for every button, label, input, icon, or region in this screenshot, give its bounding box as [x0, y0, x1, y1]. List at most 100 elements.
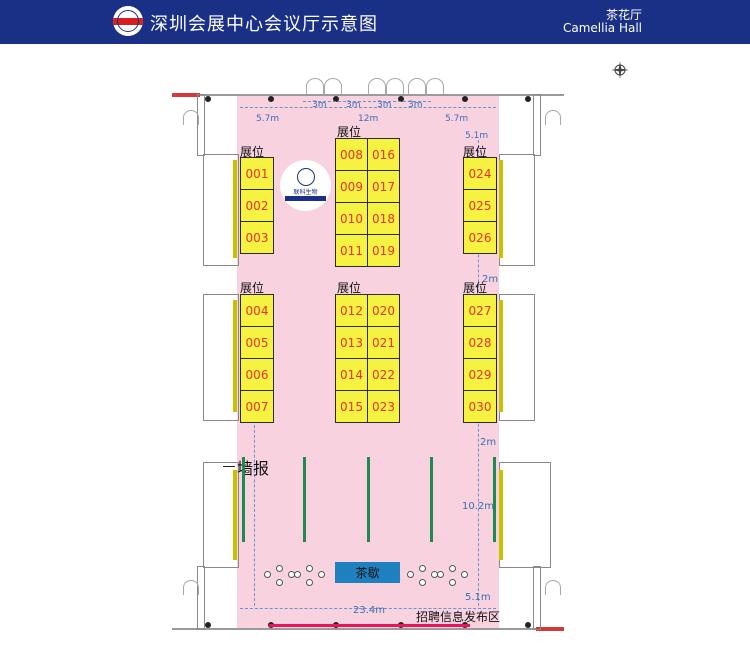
- booth-022[interactable]: 022: [367, 358, 400, 391]
- booth-006[interactable]: 006: [240, 358, 274, 391]
- table-chairs-icon: [435, 565, 471, 587]
- sponsor-mark-icon: [297, 168, 315, 186]
- booth-029[interactable]: 029: [463, 358, 497, 391]
- booth-block-label-right-bottom: 展位: [463, 281, 488, 295]
- dim-bottom-width: 23.4m: [353, 605, 386, 616]
- left-door-arc-2: [183, 580, 199, 595]
- pillar: [205, 96, 211, 102]
- right-door-1: [499, 160, 503, 258]
- dim-gap-1: 3m: [312, 100, 327, 110]
- booth-028[interactable]: 028: [463, 326, 497, 359]
- dim-right-gap-2: 2m: [480, 437, 497, 448]
- dim-right-gap-1: 2m: [482, 274, 499, 285]
- poster-board-divider: [430, 457, 433, 542]
- left-room-top: [203, 154, 239, 266]
- booth-018[interactable]: 018: [367, 202, 400, 235]
- booth-007[interactable]: 007: [240, 390, 274, 423]
- organizer-logo-icon: [113, 6, 143, 36]
- sponsor-name-cn: 联科生物: [293, 189, 318, 196]
- left-door-1: [233, 160, 237, 258]
- booth-block-label-right-top: 展位: [463, 145, 488, 159]
- dim-left-margin: 5.7m: [256, 114, 280, 124]
- top-door-arc-1: [306, 78, 324, 95]
- booth-008[interactable]: 008: [335, 138, 368, 171]
- tea-break-area: 茶歇: [335, 562, 400, 583]
- left-door-3: [233, 470, 237, 560]
- recruitment-area-label: 招聘信息发布区: [416, 610, 501, 624]
- page-title: 深圳会展中心会议厅示意图: [150, 14, 378, 35]
- top-wall-red-mark: [172, 93, 200, 97]
- right-door-arc-1: [545, 110, 561, 125]
- top-door-arc-4: [386, 78, 404, 95]
- booth-030[interactable]: 030: [463, 390, 497, 423]
- booth-014[interactable]: 014: [335, 358, 368, 391]
- left-column-frame: [197, 94, 205, 156]
- booth-013[interactable]: 013: [335, 326, 368, 359]
- right-door-2: [499, 300, 503, 412]
- hall-name-en: Camellia Hall: [562, 21, 642, 35]
- hall-name-cn: 茶花厅: [605, 8, 642, 22]
- gap-dimension-line: [303, 101, 431, 102]
- sponsor-logo-icon: 联科生物: [280, 160, 331, 211]
- bottom-wall-red-mark: [536, 627, 564, 631]
- booth-002[interactable]: 002: [240, 189, 274, 222]
- left-column-frame-bottom: [197, 566, 205, 630]
- compass-icon: [611, 61, 629, 79]
- booth-025[interactable]: 025: [463, 189, 497, 222]
- dim-right-margin: 5.7m: [445, 114, 469, 124]
- header-bar: 深圳会展中心会议厅示意图 茶花厅 Camellia Hall: [0, 0, 750, 44]
- right-column-frame-bottom: [533, 566, 541, 630]
- poster-board-divider: [493, 457, 496, 542]
- sponsor-name-en-bar: [285, 196, 326, 201]
- booth-block-label-left-top: 展位: [240, 145, 265, 159]
- right-door-arc-2: [545, 580, 561, 595]
- left-dimension-line: [254, 420, 255, 606]
- booth-027[interactable]: 027: [463, 294, 497, 327]
- booth-024[interactable]: 024: [463, 157, 497, 190]
- booth-block-label-left-bottom: 展位: [240, 281, 265, 295]
- dim-gap-2: 3m: [346, 100, 361, 110]
- top-wall: [172, 94, 564, 96]
- bottom-wall: [172, 628, 564, 630]
- booth-020[interactable]: 020: [367, 294, 400, 327]
- pillar: [205, 622, 211, 628]
- right-column-frame: [533, 94, 541, 156]
- booth-010[interactable]: 010: [335, 202, 368, 235]
- booth-block-label-center-bottom: 展位: [337, 281, 362, 295]
- booth-block-label-center-top: 展位: [337, 125, 362, 139]
- booth-012[interactable]: 012: [335, 294, 368, 327]
- recruitment-board-line: [269, 624, 470, 627]
- booth-026[interactable]: 026: [463, 221, 497, 254]
- table-chairs-icon: [262, 565, 298, 587]
- booth-023[interactable]: 023: [367, 390, 400, 423]
- booth-016[interactable]: 016: [367, 138, 400, 171]
- dim-gap-4: 3m: [408, 100, 423, 110]
- top-door-arc-6: [426, 78, 444, 95]
- wall-board-marker: [223, 466, 235, 467]
- pillar: [462, 96, 468, 102]
- booth-019[interactable]: 019: [367, 234, 400, 267]
- top-door-arc-5: [408, 78, 426, 95]
- dim-right-mid: 10.2m: [462, 501, 495, 512]
- booth-011[interactable]: 011: [335, 234, 368, 267]
- left-door-arc-1: [183, 110, 199, 125]
- booth-017[interactable]: 017: [367, 170, 400, 203]
- dim-right-top: 5.1m: [465, 131, 489, 141]
- pillar: [525, 622, 531, 628]
- booth-021[interactable]: 021: [367, 326, 400, 359]
- left-room-middle: [203, 294, 239, 421]
- pillar: [398, 96, 404, 102]
- pillar: [525, 96, 531, 102]
- wall-board-label: 墙报: [237, 459, 270, 478]
- right-room-top: [499, 154, 535, 266]
- top-dimension-line: [240, 107, 496, 108]
- dim-right-bottom: 5.1m: [465, 592, 491, 603]
- booth-003[interactable]: 003: [240, 221, 274, 254]
- booth-009[interactable]: 009: [335, 170, 368, 203]
- booth-015[interactable]: 015: [335, 390, 368, 423]
- booth-001[interactable]: 001: [240, 157, 274, 190]
- bottom-dimension-line: [240, 608, 496, 609]
- booth-005[interactable]: 005: [240, 326, 274, 359]
- dim-gap-3: 3m: [377, 100, 392, 110]
- booth-004[interactable]: 004: [240, 294, 274, 327]
